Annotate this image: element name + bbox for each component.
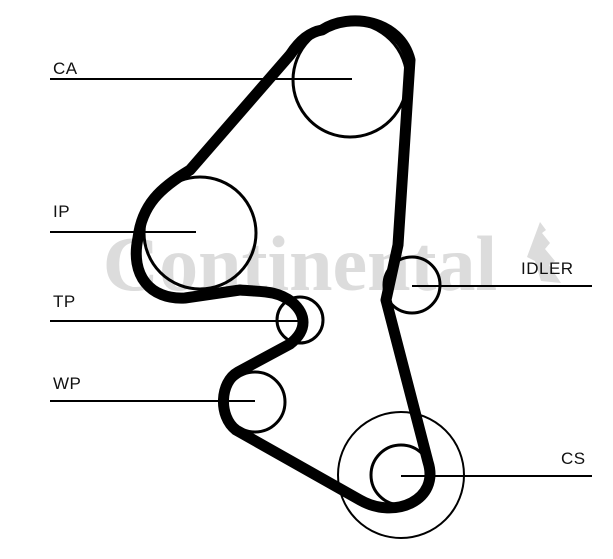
label-ip: IP [53,202,71,221]
label-tp: TP [53,292,76,311]
horse-logo-icon [527,222,561,283]
label-ca: CA [53,59,78,78]
label-idler: IDLER [521,259,574,278]
label-cs: CS [561,449,586,468]
label-wp: WP [53,374,82,393]
